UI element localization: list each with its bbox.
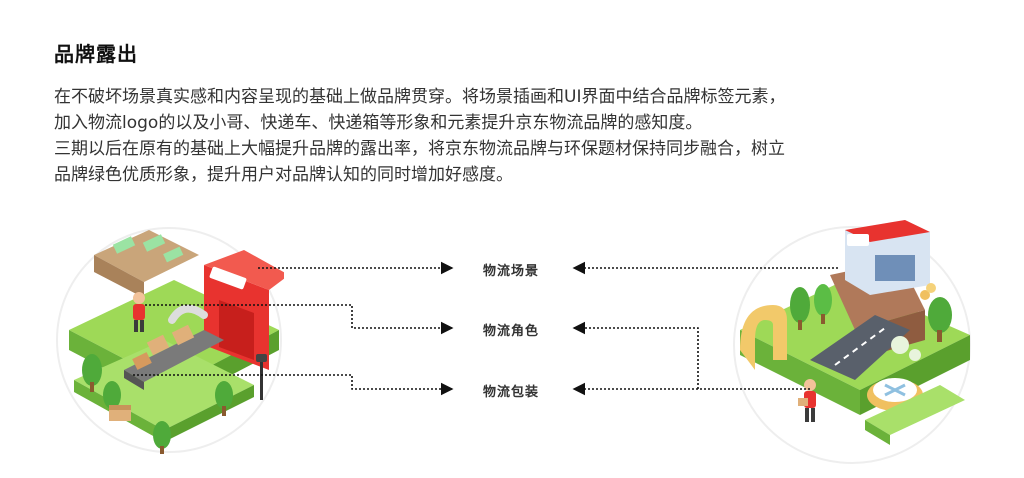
label-logistics-packaging: 物流包装 — [482, 385, 539, 400]
description-text: 在不破坏场景真实感和内容呈现的基础上做品牌贯穿。将场景插画和UI界面中结合品牌标… — [54, 84, 994, 188]
paragraph-line-1: 在不破坏场景真实感和内容呈现的基础上做品牌贯穿。将场景插画和UI界面中结合品牌标… — [54, 87, 786, 107]
warehouse-scene-illustration — [56, 227, 284, 454]
section-title: 品牌露出 — [54, 42, 138, 66]
paragraph-line-2: 加入物流logo的以及小哥、快递车、快递箱等形象和元素提升京东物流品牌的感知度。 — [54, 113, 703, 133]
label-logistics-scene: 物流场景 — [482, 264, 539, 279]
paragraph-line-4: 品牌绿色优质形象，提升用户对品牌认知的同时增加好感度。 — [54, 165, 513, 185]
station-scene-illustration — [733, 220, 971, 464]
label-logistics-role: 物流角色 — [482, 324, 539, 339]
paragraph-line-3: 三期以后在原有的基础上大幅提升品牌的露出率，将京东物流品牌与环保题材保持同步融合… — [54, 139, 785, 159]
connector-right-role — [572, 321, 699, 389]
